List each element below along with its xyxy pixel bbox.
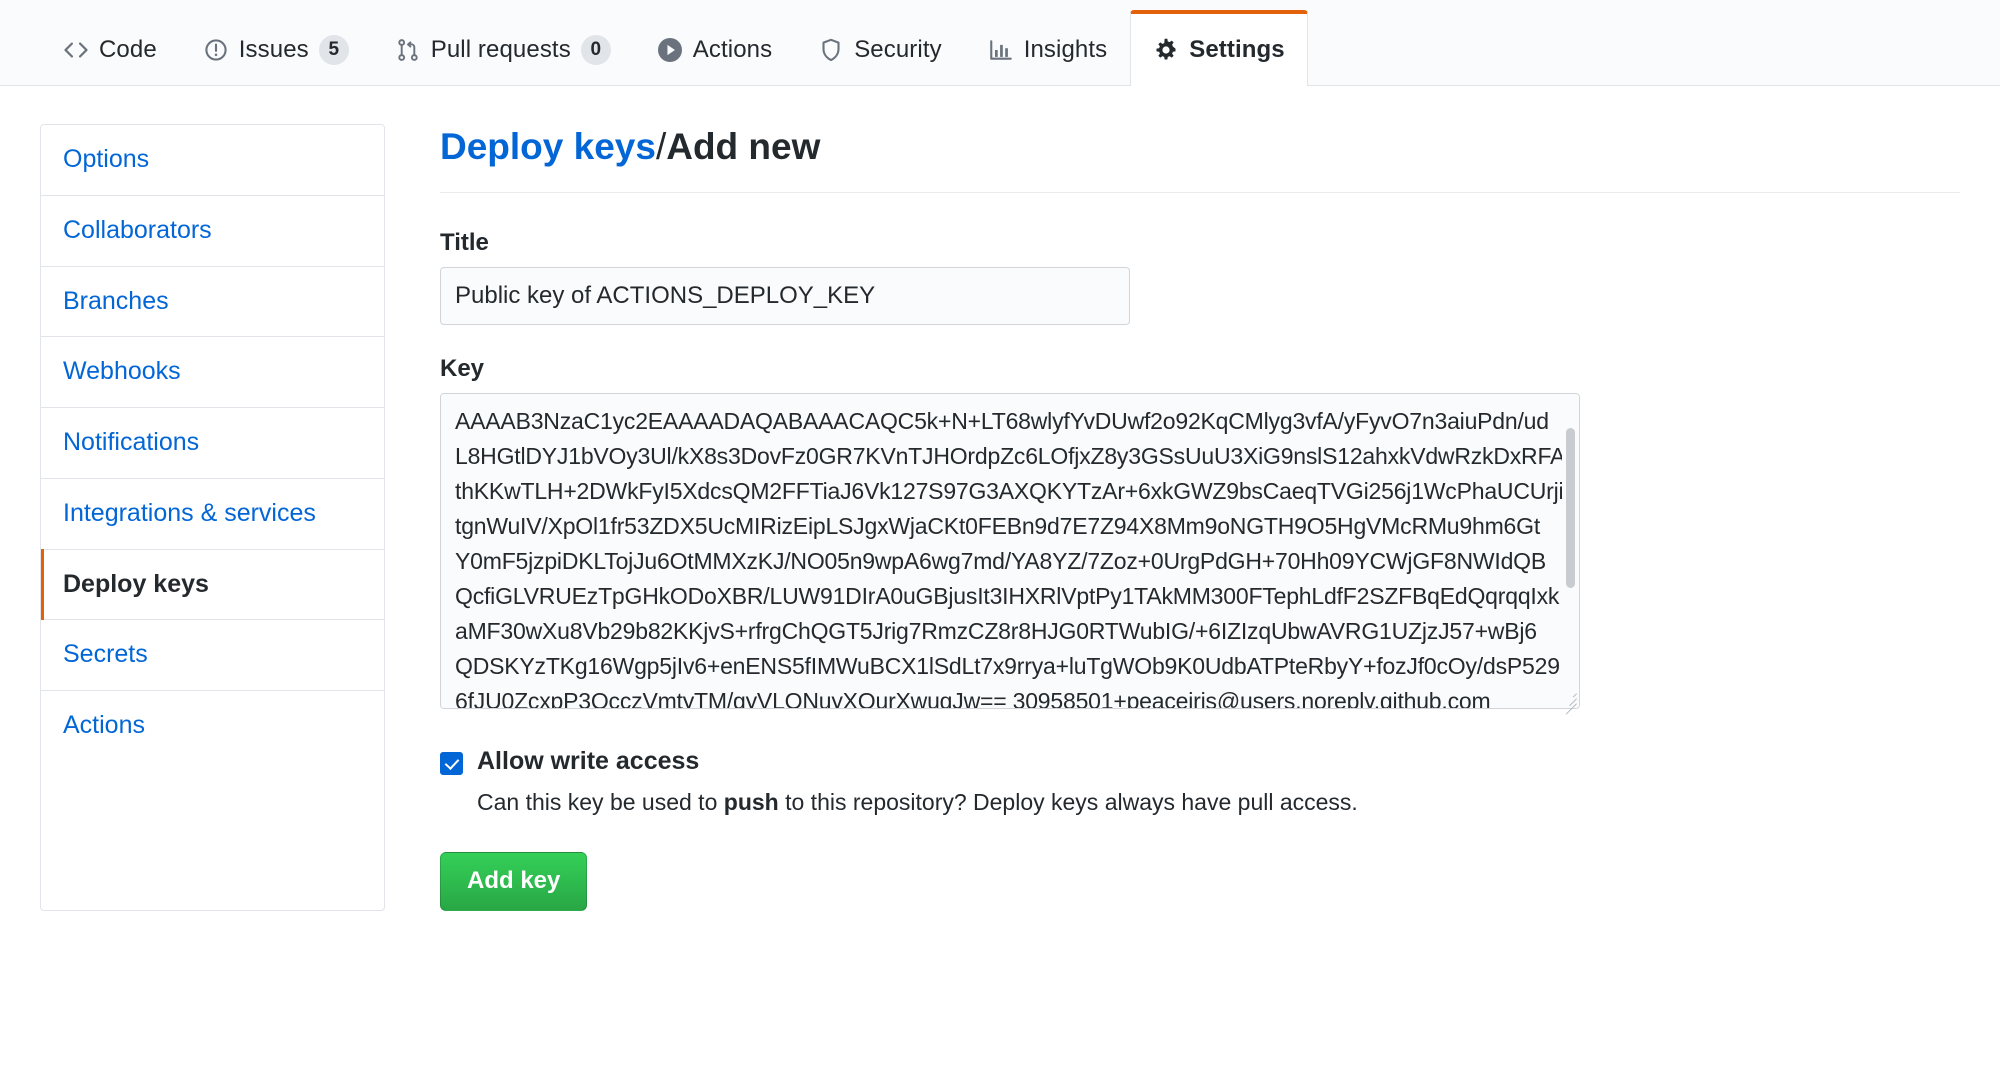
page-title: Deploy keys/Add new: [440, 124, 1960, 170]
allow-write-access-checkbox[interactable]: [440, 752, 463, 776]
allow-write-access-note: Can this key be used to push to this rep…: [477, 786, 1358, 818]
key-textarea[interactable]: AAAAB3NzaC1yc2EAAAADAQABAAACAQC5k+N+LT68…: [440, 393, 1580, 710]
key-line: 6fJU0ZcxpP3QcczVmtyTM/gyVLONuyXOurXwuqJw…: [455, 688, 1491, 710]
nav-tab-issues[interactable]: Issues 5: [180, 13, 372, 85]
pull-requests-count-badge: 0: [580, 34, 611, 65]
title-divider: [440, 192, 1960, 194]
sidebar-item-actions[interactable]: Actions: [41, 691, 384, 761]
title-field-group: Title: [440, 229, 1960, 326]
nav-tab-label: Security: [854, 35, 942, 63]
nav-tab-label: Code: [99, 35, 157, 63]
nav-tab-insights[interactable]: Insights: [965, 13, 1131, 85]
settings-page: Options Collaborators Branches Webhooks …: [0, 86, 2000, 911]
shield-icon: [818, 37, 844, 63]
sidebar-item-notifications[interactable]: Notifications: [41, 408, 384, 479]
note-bold-push: push: [723, 789, 779, 815]
allow-write-access-row: Allow write access Can this key be used …: [440, 745, 1960, 818]
nav-tab-pull-requests[interactable]: Pull requests 0: [372, 13, 634, 85]
nav-tab-label: Pull requests: [430, 35, 571, 63]
gear-icon: [1153, 37, 1179, 63]
settings-sidebar: Options Collaborators Branches Webhooks …: [40, 124, 385, 911]
issue-opened-icon: [203, 37, 229, 63]
sidebar-item-branches[interactable]: Branches: [41, 266, 384, 338]
sidebar-item-integrations-services[interactable]: Integrations & services: [41, 478, 384, 550]
key-line: tgnWuIV/XpOl1fr53ZDX5UcMIRizEipLSJgxWjaC…: [455, 513, 1541, 540]
key-line: AAAAB3NzaC1yc2EAAAADAQABAAACAQC5k+N+LT68…: [455, 408, 1549, 435]
nav-tab-label: Actions: [692, 35, 773, 63]
note-suffix: to this repository? Deploy keys always h…: [778, 789, 1358, 815]
add-key-button[interactable]: Add key: [440, 852, 588, 911]
sidebar-item-webhooks[interactable]: Webhooks: [41, 337, 384, 408]
issues-count-badge: 5: [318, 34, 349, 65]
title-input[interactable]: [440, 267, 1130, 326]
key-line: QDSKYzTKg16Wgp5jIv6+enENS5fIMWuBCX1lSdLt…: [455, 653, 1560, 680]
key-field-label: Key: [440, 355, 485, 383]
page-title-deploy-keys-link[interactable]: Deploy keys: [440, 126, 656, 167]
page-title-separator: /: [655, 126, 667, 167]
textarea-resize-handle[interactable]: [1559, 689, 1577, 715]
play-icon: [657, 37, 683, 63]
page-title-current: Add new: [666, 126, 821, 167]
nav-tab-label: Settings: [1189, 36, 1285, 63]
key-line: thKKwTLH+2DWkFyI5XdcsQM2FFTiaJ6Vk127S97G…: [455, 478, 1564, 505]
nav-tab-actions[interactable]: Actions: [634, 13, 795, 85]
graph-icon: [988, 37, 1014, 63]
main-content: Deploy keys/Add new Title Key AAAAB3NzaC…: [385, 124, 1960, 911]
note-prefix: Can this key be used to: [477, 789, 724, 815]
allow-write-access-label[interactable]: Allow write access: [477, 747, 700, 776]
nav-tab-label: Insights: [1023, 35, 1108, 63]
key-line: aMF30wXu8Vb29b82KKjvS+rfrgChQGT5Jrig7Rmz…: [455, 618, 1537, 645]
git-pull-request-icon: [395, 37, 421, 63]
key-line: QcfiGLVRUEzTpGHkODoXBR/LUW91DIrA0uGBjusI…: [455, 583, 1560, 610]
key-line: Y0mF5jzpiDKLTojJu6OtMMXzKJ/NO05n9wpA6wg7…: [455, 548, 1546, 575]
nav-tab-settings[interactable]: Settings: [1130, 10, 1308, 86]
repository-nav: Code Issues 5 Pull requests 0: [0, 0, 2000, 86]
nav-tab-label: Issues: [238, 35, 309, 63]
sidebar-item-secrets[interactable]: Secrets: [41, 620, 384, 691]
nav-tab-security[interactable]: Security: [795, 13, 965, 85]
key-field-group: Key AAAAB3NzaC1yc2EAAAADAQABAAACAQC5k+N+…: [440, 355, 1960, 715]
allow-write-access-texts: Allow write access Can this key be used …: [477, 745, 1358, 818]
scrollbar-thumb[interactable]: [1566, 428, 1575, 589]
nav-tab-code[interactable]: Code: [40, 13, 180, 85]
sidebar-item-collaborators[interactable]: Collaborators: [41, 195, 384, 267]
title-field-label: Title: [440, 229, 489, 257]
sidebar-item-options[interactable]: Options: [41, 125, 384, 196]
code-icon: [63, 37, 89, 63]
key-line: L8HGtlDYJ1bVOy3Ul/kX8s3DovFz0GR7KVnTJHOr…: [455, 443, 1566, 470]
key-textarea-scrollbar[interactable]: [1562, 394, 1579, 709]
sidebar-item-deploy-keys[interactable]: Deploy keys: [41, 548, 384, 621]
key-textarea-wrapper: AAAAB3NzaC1yc2EAAAADAQABAAACAQC5k+N+LT68…: [440, 393, 1580, 715]
